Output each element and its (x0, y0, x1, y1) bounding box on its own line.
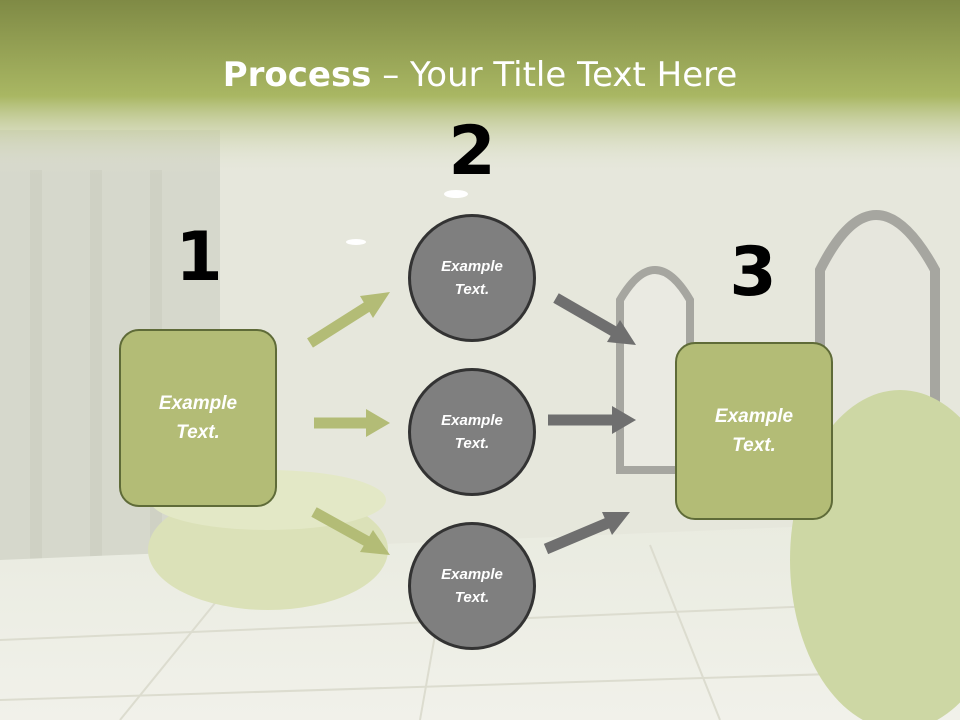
circle-middle: Example Text. (408, 368, 536, 496)
box-step-1: Example Text. (119, 329, 277, 507)
step-number-1: 1 (175, 218, 223, 297)
box-step-3: Example Text. (675, 342, 833, 520)
title-strong: Process (222, 55, 372, 95)
title-rest: – Your Title Text Here (371, 55, 738, 95)
circle-top: Example Text. (408, 214, 536, 342)
slide-title: Process – Your Title Text Here (0, 54, 960, 96)
step-number-3: 3 (729, 233, 777, 312)
circle-bottom: Example Text. (408, 522, 536, 650)
step-number-2: 2 (448, 112, 496, 191)
